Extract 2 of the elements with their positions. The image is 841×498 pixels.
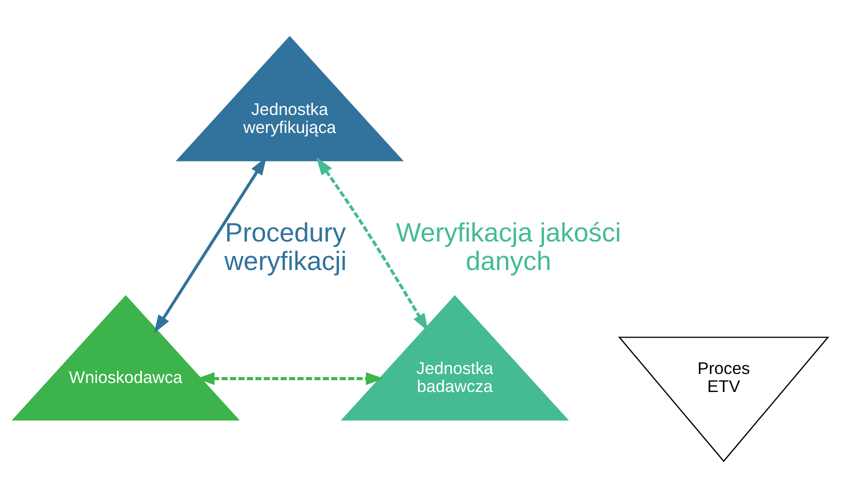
edge-label: Weryfikacja jakości danych xyxy=(396,217,621,276)
edge-label: Procedury weryfikacji xyxy=(224,217,347,276)
